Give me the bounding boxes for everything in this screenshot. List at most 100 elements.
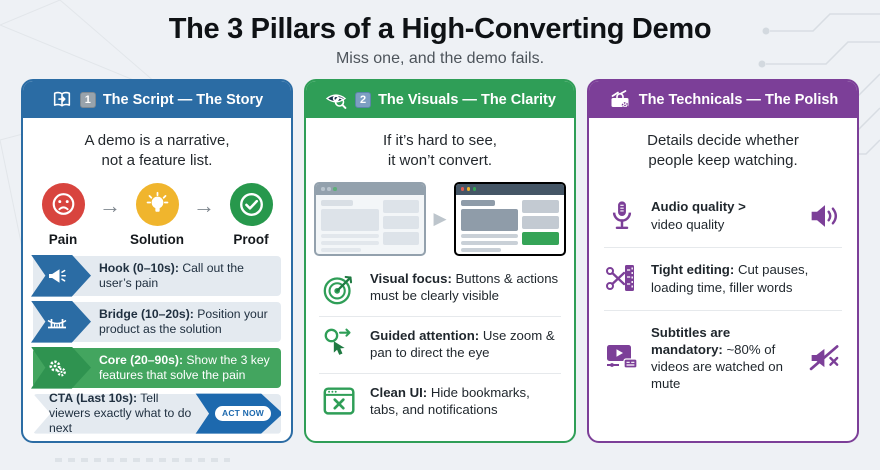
pillar-visuals-title: The Visuals — The Clarity	[378, 91, 556, 108]
eye-magnifier-icon	[325, 93, 347, 109]
page-title: The 3 Pillars of a High-Converting Demo	[168, 13, 712, 45]
bridge-chevron	[31, 300, 91, 343]
pillar-script-header: 1 The Script — The Story	[23, 81, 291, 118]
book-arrow-icon	[53, 91, 70, 106]
tick-pattern	[55, 458, 230, 462]
pillar-card-script: 1 The Script — The Story A demo is a nar…	[21, 79, 293, 443]
audio-quality-item: Audio quality > video quality	[604, 185, 842, 247]
page-header: The 3 Pillars of a High-Converting Demo …	[0, 0, 880, 68]
visual-focus-desc: Buttons & actions must be clearly visibl…	[370, 270, 559, 303]
window-dot-icon	[460, 187, 465, 191]
visual-focus-text: Visual focus: Buttons & actions must be …	[370, 271, 559, 305]
tight-editing-desc: Cut pauses, loading time, filler words	[651, 262, 809, 295]
keycap-2-icon: 2	[355, 91, 372, 108]
timeline-cta: CTA (Last 10s): Tell viewers exactly wha…	[33, 391, 281, 436]
pain-solution-proof-flow: Pain → Solution → Proof	[23, 182, 291, 247]
video-captions-icon	[607, 344, 638, 369]
before-after-mockups: ▶	[306, 181, 574, 256]
timeline-cta-text: CTA (Last 10s): Tell viewers exactly wha…	[49, 391, 193, 436]
pillar-script-statement: A demo is a narrative, not a feature lis…	[84, 132, 230, 169]
pillar-card-technicals: The Technicals — The Polish Details deci…	[587, 79, 859, 443]
clean-ui-desc: Hide bookmarks, tabs, and notifications	[370, 384, 530, 417]
guided-attention-title: Guided attention:	[370, 327, 480, 343]
window-dot-icon	[327, 187, 331, 191]
zoom-pan-hand-icon	[324, 328, 351, 355]
timeline-hook: Hook (0–10s): Call out the user’s pain	[31, 254, 281, 297]
tight-editing-text: Tight editing: Cut pauses, loading time,…	[651, 261, 842, 295]
technicals-checklist: Audio quality > video quality Tight edit…	[589, 177, 857, 406]
timeline-bridge: Bridge (10–20s): Position your product a…	[31, 300, 281, 343]
clear-browser-mockup	[453, 181, 566, 256]
window-dot-icon	[321, 187, 325, 191]
audio-quality-title: Audio quality >	[651, 199, 746, 215]
window-close-icon	[323, 387, 355, 415]
clean-ui-item: Clean UI: Hide bookmarks, tabs, and noti…	[319, 372, 561, 430]
megaphone-icon	[49, 268, 66, 283]
pillar-technicals-title: The Technicals — The Polish	[638, 91, 839, 108]
hook-chevron	[31, 254, 91, 297]
flow-label-pain: Pain	[48, 231, 78, 247]
pillar-technicals-header: The Technicals — The Polish	[589, 81, 857, 118]
check-circle-icon	[229, 182, 273, 226]
window-dot-icon	[333, 187, 337, 191]
core-desc: Show the 3 key features that solve the p…	[99, 352, 270, 382]
lightbulb-icon	[135, 182, 179, 226]
gears-icon	[49, 360, 66, 376]
guided-attention-desc: Use zoom & pan to direct the eye	[370, 327, 555, 360]
script-timeline: Hook (0–10s): Call out the user’s pain B…	[23, 247, 291, 434]
audio-quality-desc: video quality	[651, 216, 725, 232]
window-dot-icon	[466, 187, 471, 191]
hook-desc: Call out the user’s pain	[99, 260, 244, 290]
visuals-checklist: Visual focus: Buttons & actions must be …	[306, 258, 574, 430]
microphone-icon	[612, 200, 632, 229]
hook-title: Hook (0–10s):	[99, 260, 179, 275]
subtitles-title: Subtitles are mandatory:	[651, 324, 731, 357]
scissors-film-icon	[606, 264, 634, 291]
flow-step-proof: Proof	[220, 182, 282, 247]
window-dot-icon	[472, 187, 477, 191]
clean-ui-title: Clean UI:	[370, 384, 428, 400]
tight-editing-item: Tight editing: Cut pauses, loading time,…	[604, 246, 842, 310]
flow-step-solution: Solution	[126, 182, 188, 247]
pillar-card-visuals: 2 The Visuals — The Clarity If it’s hard…	[304, 79, 576, 443]
timeline-core: Core (20–90s): Show the 3 key features t…	[31, 346, 281, 389]
flow-label-solution: Solution	[130, 231, 184, 247]
subtitles-text: Subtitles are mandatory: ~80% of videos …	[651, 324, 797, 393]
clean-ui-text: Clean UI: Hide bookmarks, tabs, and noti…	[370, 385, 559, 419]
toolbox-icon	[611, 89, 629, 109]
page-subtitle: Miss one, and the demo fails.	[335, 50, 545, 67]
cta-desc: Tell viewers exactly what to do next	[49, 391, 192, 436]
right-arrow-icon: →	[193, 192, 215, 218]
act-now-badge: ACT NOW	[214, 406, 271, 421]
cta-title: CTA (Last 10s):	[49, 391, 138, 406]
timeline-core-text: Core (20–90s): Show the 3 key features t…	[99, 353, 273, 383]
audio-quality-text: Audio quality > video quality	[651, 198, 746, 232]
pillar-technicals-statement: Details decide whether people keep watch…	[647, 132, 799, 169]
core-chevron	[31, 346, 91, 389]
blurry-browser-mockup	[314, 181, 427, 256]
cta-chevron: ACT NOW	[195, 393, 281, 434]
flow-step-pain: Pain	[32, 182, 94, 247]
keycap-1-icon: 1	[79, 91, 96, 108]
visual-focus-item: Visual focus: Buttons & actions must be …	[319, 260, 561, 316]
flow-label-proof: Proof	[233, 231, 269, 247]
speaker-icon	[811, 204, 838, 227]
right-arrow-icon: →	[99, 192, 121, 218]
sad-face-icon	[41, 182, 85, 226]
transform-arrow-icon: ▶	[433, 208, 447, 228]
pillars-row: 1 The Script — The Story A demo is a nar…	[0, 68, 880, 444]
bridge-icon	[47, 318, 67, 328]
muted-speaker-icon	[809, 345, 839, 371]
tight-editing-title: Tight editing:	[651, 262, 735, 278]
browser-titlebar	[316, 183, 425, 195]
subtitles-desc: ~80% of videos are watched on mute	[651, 341, 783, 392]
browser-titlebar	[455, 183, 564, 195]
guided-attention-item: Guided attention: Use zoom & pan to dire…	[319, 315, 561, 373]
core-title: Core (20–90s):	[99, 352, 183, 367]
pillar-visuals-header: 2 The Visuals — The Clarity	[306, 81, 574, 118]
target-icon	[323, 275, 353, 304]
timeline-hook-text: Hook (0–10s): Call out the user’s pain	[99, 261, 273, 291]
bridge-title: Bridge (10–20s):	[99, 306, 194, 321]
visual-focus-title: Visual focus:	[370, 270, 452, 286]
guided-attention-text: Guided attention: Use zoom & pan to dire…	[370, 328, 559, 362]
